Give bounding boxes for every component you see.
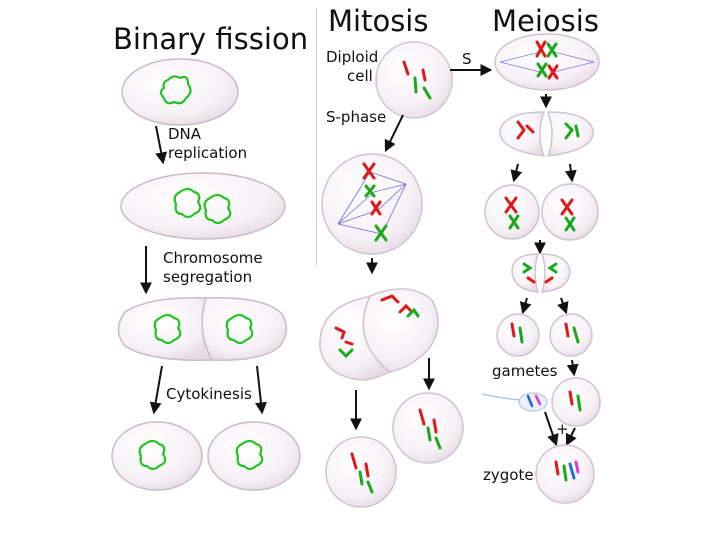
arrow [519, 297, 532, 315]
chromosome-red [418, 408, 438, 434]
chromosome-red [334, 326, 354, 346]
chromosome-red [554, 460, 560, 476]
chromosome-red [370, 200, 382, 216]
arrow [510, 163, 523, 183]
chromosome-green [374, 224, 388, 242]
title-meiosis: Meiosis [492, 4, 599, 38]
label-zygote: zygote [483, 466, 534, 484]
chromosome-green [364, 184, 376, 198]
chromosome-red [350, 452, 370, 478]
chromosome-green [422, 86, 432, 100]
daughter-cell [207, 421, 301, 491]
chromosome-green [576, 394, 582, 412]
spindle-fibers [499, 51, 595, 73]
label-replication: replication [168, 144, 248, 162]
dividing-cell-left [117, 297, 214, 361]
chromosome-red [526, 276, 536, 284]
chromosome-red [568, 390, 574, 406]
arrow-s-phase [384, 114, 404, 153]
arrow-cytokinesis-right [254, 365, 267, 415]
chromosome-red [535, 40, 547, 58]
label-gametes: gametes [492, 362, 558, 380]
egg-cell [551, 377, 601, 427]
arrow [557, 297, 569, 315]
mitosis-column [319, 41, 464, 508]
arrow-cytokinesis-left [149, 365, 163, 415]
chromosome-green [518, 326, 524, 344]
label-chromosome: Chromosome [163, 249, 263, 267]
chromosome-green [338, 348, 354, 359]
chromosome-red [380, 294, 412, 314]
bacterial-dna [153, 313, 182, 345]
bacterial-dna [138, 439, 167, 471]
chromosome-red [362, 162, 376, 180]
chromosome-green [406, 307, 420, 318]
chromosome-blue [568, 462, 576, 480]
chromosome-green [536, 62, 548, 78]
chromosome-green [562, 464, 568, 482]
chromosome-red [402, 60, 410, 76]
label-plus: + [556, 420, 569, 438]
arrow-dna-replication [155, 125, 168, 165]
chromosome-green [358, 470, 374, 494]
daughter-cell [111, 421, 203, 491]
chromosome-red [510, 322, 516, 338]
meiosis-cell-s [494, 33, 600, 91]
bacterial-dna [235, 439, 264, 471]
arrow-fertilization [544, 411, 559, 447]
label-cytokinesis: Cytokinesis [166, 385, 252, 403]
chromosome-red [504, 196, 518, 214]
arrow [566, 359, 579, 377]
chromosome-green [564, 122, 580, 140]
label-s: S [462, 50, 472, 68]
bacterial-dna [173, 187, 202, 219]
title-binary-fission: Binary fission [113, 22, 309, 56]
label-s-phase: S-phase [326, 108, 387, 126]
bacterium-cell [121, 58, 239, 126]
label-dna: DNA [168, 125, 202, 143]
spindle-fibers [337, 171, 407, 235]
arrow [564, 163, 577, 183]
chromosome-green [508, 214, 520, 230]
chromosome-green [413, 76, 418, 94]
column-divider [316, 8, 317, 266]
meiosis-column [450, 33, 601, 504]
chromosome-green [546, 42, 558, 58]
label-cell: cell [347, 67, 373, 85]
bacterial-dna [225, 313, 254, 345]
bacterial-dna [159, 75, 192, 105]
chromosome-red [421, 68, 427, 82]
label-segregation: segregation [163, 268, 253, 286]
anaphase-cell-right [362, 288, 439, 373]
chromosome-pink [574, 460, 580, 474]
bacterium-cell-replicated [120, 172, 286, 240]
chromosome-green [547, 262, 558, 274]
chromosome-green [426, 426, 442, 450]
dividing-cell-right [201, 297, 288, 361]
title-mitosis: Mitosis [328, 4, 429, 38]
chromosome-red [564, 322, 570, 338]
chromosome-green [564, 216, 576, 232]
chromosome-red [547, 64, 559, 80]
sperm-cell [481, 392, 548, 412]
gamete-cell [496, 313, 540, 357]
binary-fission-column [111, 58, 301, 491]
gamete-cell [549, 313, 593, 357]
chromosome-green [572, 326, 580, 344]
label-diploid: Diploid [326, 48, 379, 66]
chromosome-red [544, 276, 554, 284]
bacterial-dna [203, 193, 232, 225]
chromosome-red [560, 198, 574, 216]
arrow-fertilization [565, 427, 577, 447]
chromosome-red [516, 120, 535, 140]
meiosis-daughter-cell [484, 184, 540, 240]
chromosome-green [522, 262, 533, 274]
